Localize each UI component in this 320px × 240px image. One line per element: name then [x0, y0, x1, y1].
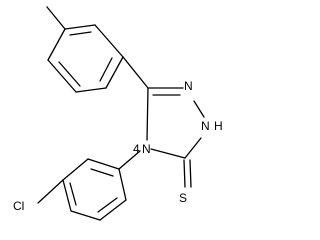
triazole-bond-n4-c5 [146, 87, 149, 141]
chlorophenyl-ring-bond-5 [99, 199, 127, 221]
toluene-ring-bond-1 [64, 24, 96, 30]
chlorophenyl-ring-double-2 [69, 182, 77, 206]
thione-bond-2 [189, 159, 192, 188]
chlorophenyl-ring-bond-6 [118, 168, 127, 201]
sulfur-label: S [179, 191, 187, 205]
chlorophenyl-ring-bond-1 [87, 158, 120, 170]
hydrogen-label: H [214, 119, 223, 133]
toluene-triazole-bond [122, 56, 149, 89]
chlorine-label: Cl [13, 199, 24, 213]
triazole-bond-n1-n2 [193, 100, 205, 118]
chlorophenyl-ring-bond-3 [62, 179, 72, 212]
chlorophenyl-ring-double-1 [90, 168, 114, 177]
toluene-ring-double-1 [69, 31, 92, 36]
nitrogen-4-label: N [142, 142, 151, 156]
chlorophenyl-ring-double-3 [97, 197, 118, 213]
chlorophenyl-ring-bond-2 [62, 158, 89, 181]
nitrogen-1-label: N [184, 79, 193, 93]
chemical-structure-diagram: N N H 4 N S Cl [13, 6, 223, 221]
chlorophenyl-n-bond [118, 150, 141, 170]
triazole-bond-c3-n4 [150, 148, 186, 159]
methyl-bond [46, 6, 66, 30]
toluene-ring-double-2 [99, 57, 113, 82]
triazole-bond-n2-c3 [184, 137, 202, 159]
toluene-ring-bond-6 [47, 28, 66, 61]
nitrogen-2-label: N [201, 119, 210, 133]
toluene-ring-bond-4 [75, 87, 107, 93]
atom-number-4-label: 4 [133, 142, 140, 156]
bond-lines [37, 6, 205, 221]
toluene-ring-bond-3 [105, 56, 124, 89]
atom-labels: N N H 4 N S Cl [13, 79, 223, 213]
toluene-ring-double-3 [58, 61, 81, 87]
chlorophenyl-ring-bond-4 [70, 210, 101, 221]
thione-bond-1 [183, 159, 186, 188]
toluene-ring-bond-2 [94, 24, 124, 58]
chloro-bond [37, 179, 64, 204]
toluene-ring-bond-5 [47, 59, 77, 93]
